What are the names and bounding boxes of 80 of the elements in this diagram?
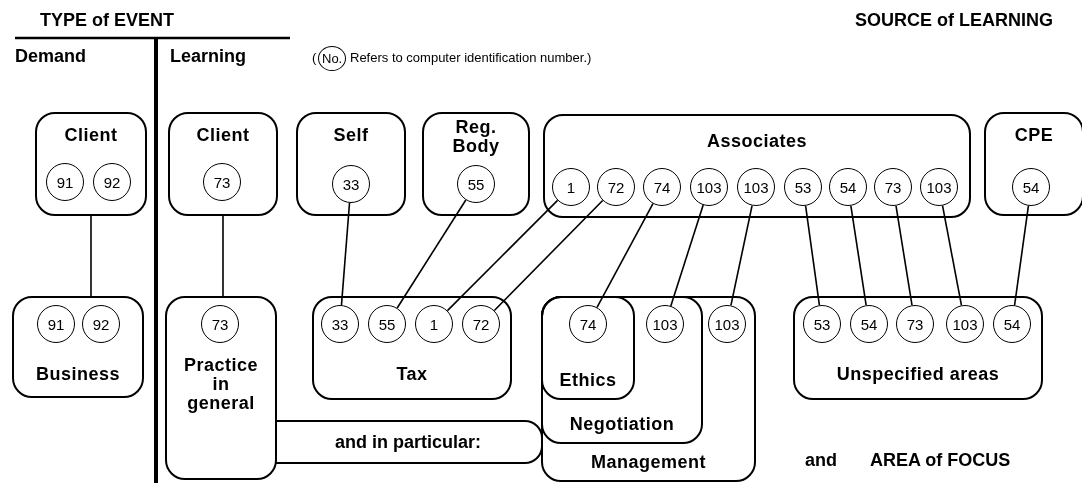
box-title: Business [34, 365, 121, 384]
id-number: 53 [813, 316, 831, 332]
id-number: 72 [472, 316, 490, 332]
footer-heading: AREA of FOCUS [870, 450, 1011, 471]
box-title: Management [590, 453, 707, 472]
id-number: 53 [794, 179, 812, 195]
category-box [422, 112, 530, 216]
id-number: 73 [906, 316, 924, 332]
id-number: 73 [884, 179, 902, 195]
connector-line [1013, 205, 1030, 306]
id-number: 103 [714, 316, 740, 332]
category-box [312, 296, 512, 400]
id-number: 72 [607, 179, 625, 195]
box-title: Tax [395, 365, 429, 384]
id-number: 33 [342, 176, 360, 192]
box-title: Client [63, 126, 119, 145]
id-number: 73 [213, 174, 231, 190]
connector-line [670, 204, 704, 307]
id-number: 91 [47, 316, 65, 332]
connector-line [596, 202, 654, 309]
column-heading: Learning [170, 46, 246, 67]
connector-line [850, 205, 867, 307]
id-number: 103 [696, 179, 722, 195]
band-label: and in particular: [335, 431, 481, 453]
column-heading: Demand [15, 46, 86, 67]
connector-line [730, 204, 753, 307]
id-number: 54 [860, 316, 878, 332]
box-title: CPE [1013, 126, 1055, 145]
id-number: 103 [952, 316, 978, 332]
connector-line [895, 204, 913, 307]
id-number: 55 [378, 316, 396, 332]
section-heading: TYPE of EVENT [40, 10, 174, 31]
connector-line [446, 199, 559, 312]
id-number: 55 [467, 176, 485, 192]
section-heading: SOURCE of LEARNING [855, 10, 1053, 31]
box-title: Reg. Body [451, 118, 501, 156]
connector-line [90, 215, 92, 297]
connector-line [222, 215, 224, 297]
id-number: 74 [579, 316, 597, 332]
box-title: Associates [705, 132, 809, 151]
box-title: Self [332, 126, 370, 145]
category-box [35, 112, 147, 216]
id-number: 92 [92, 316, 110, 332]
category-box [541, 296, 703, 444]
id-number: 54 [1022, 179, 1040, 195]
category-box [984, 112, 1082, 216]
note-text: Refers to computer identification number.) [350, 50, 592, 65]
id-number: 73 [211, 316, 229, 332]
id-number: 54 [1003, 316, 1021, 332]
connector-line [396, 199, 467, 309]
id-number: 92 [103, 174, 121, 190]
box-title: Practice in general [182, 356, 260, 413]
footer-text: and [805, 450, 837, 471]
id-number: 33 [331, 316, 349, 332]
connector-line [941, 204, 963, 307]
connector-line [340, 202, 351, 306]
category-box [168, 112, 278, 216]
id-number: 103 [926, 179, 952, 195]
category-box [12, 296, 144, 398]
id-number: 103 [743, 179, 769, 195]
category-box [165, 296, 277, 480]
category-box [543, 114, 971, 218]
category-box [296, 112, 406, 216]
box-title: Client [195, 126, 251, 145]
connector-line [804, 205, 821, 306]
box-title: Unspecified areas [835, 365, 1001, 384]
id-number: 1 [429, 316, 439, 332]
category-box [541, 296, 635, 400]
connector-line [493, 199, 604, 312]
id-number: 74 [653, 179, 671, 195]
id-number: 91 [56, 174, 74, 190]
id-number: 54 [839, 179, 857, 195]
id-number: 1 [566, 179, 576, 195]
category-box [541, 296, 756, 482]
category-box [793, 296, 1043, 400]
id-number: 103 [652, 316, 678, 332]
box-title: Ethics [558, 371, 618, 390]
bracket-band [275, 420, 543, 464]
note-text: ( [312, 50, 317, 65]
box-title: Negotiation [568, 415, 676, 434]
